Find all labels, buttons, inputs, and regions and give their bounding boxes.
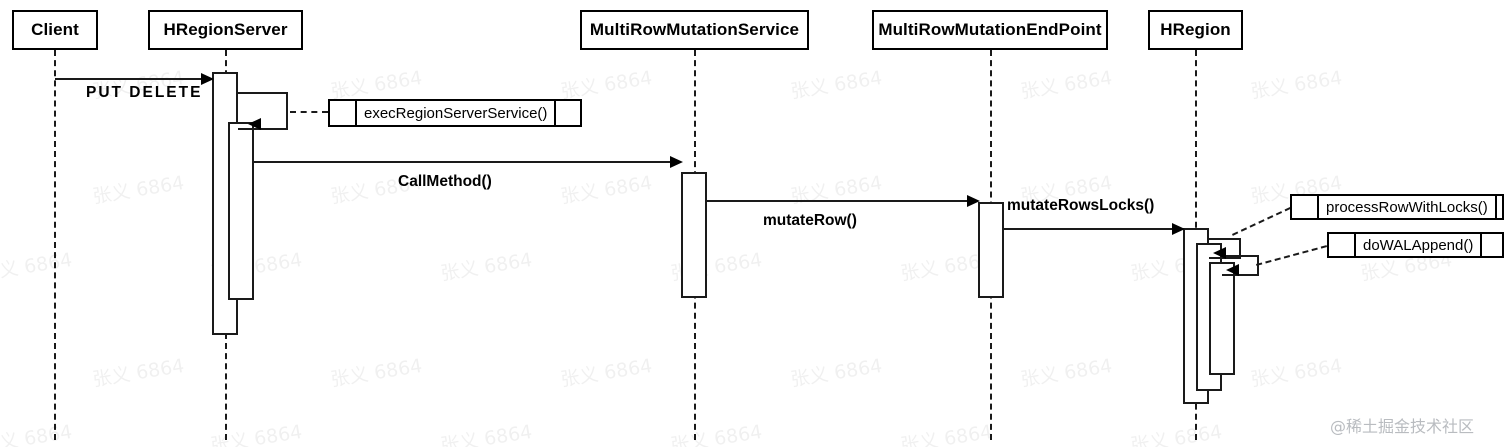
msg-put-delete-label: PUT DELETE xyxy=(86,84,203,101)
selfcall-execregionserverservice xyxy=(238,92,288,130)
selfcall-dowalappend-return-arrow xyxy=(1226,264,1239,276)
watermark-tile: 张义 6864 xyxy=(91,354,186,392)
note-execregionserverservice-connector xyxy=(290,111,328,113)
note-dowalappend-connector xyxy=(1256,245,1328,266)
participant-mrmendpoint-label: MultiRowMutationEndPoint xyxy=(878,20,1102,39)
watermark-tile: 张义 6864 xyxy=(559,66,654,104)
note-dowalappend-right-cap xyxy=(1480,234,1507,256)
act-hr-inner xyxy=(1209,262,1235,375)
watermark-tile: 张义 6864 xyxy=(559,171,654,209)
msg-mutaterow-line xyxy=(706,200,969,202)
msg-mutaterow-label: mutateRow() xyxy=(763,212,857,229)
watermark-tile: 张义 6864 xyxy=(439,420,534,447)
watermark-tile: 张义 6864 xyxy=(789,171,884,209)
msg-callmethod-line xyxy=(253,161,672,163)
participant-mrmendpoint[interactable]: MultiRowMutationEndPoint xyxy=(872,10,1108,50)
watermark-tile: 张义 6864 xyxy=(789,66,884,104)
note-processrowwithlocks-left-cap xyxy=(1292,196,1319,218)
participant-mrmservice-label: MultiRowMutationService xyxy=(589,20,800,39)
msg-put-delete-arrow xyxy=(201,73,214,85)
note-processrowwithlocks: processRowWithLocks() xyxy=(1290,194,1504,220)
participant-client[interactable]: Client xyxy=(12,10,98,50)
participant-hregion[interactable]: HRegion xyxy=(1148,10,1243,50)
msg-callmethod-label: CallMethod() xyxy=(398,173,492,190)
watermark-tile: 张义 6864 xyxy=(91,171,186,209)
watermark-tile: 张义 6864 xyxy=(559,354,654,392)
note-dowalappend-left-cap xyxy=(1329,234,1356,256)
msg-callmethod-arrow xyxy=(670,156,683,168)
participant-hregion-label: HRegion xyxy=(1160,20,1231,39)
note-processrowwithlocks-label: processRowWithLocks() xyxy=(1326,198,1488,216)
watermark-tile: 张义 6864 xyxy=(789,354,884,392)
note-processrowwithlocks-connector xyxy=(1232,207,1291,236)
note-execregionserverservice-right-cap xyxy=(554,101,581,125)
note-processrowwithlocks-right-cap xyxy=(1494,196,1512,218)
selfcall-processrowwithlocks-return-arrow xyxy=(1213,247,1226,259)
note-execregionserverservice-left-cap xyxy=(330,101,357,125)
watermark-tile: 张义 6864 xyxy=(329,66,424,104)
note-execregionserverservice: execRegionServerService() xyxy=(328,99,582,127)
watermark-tile: 张义 6864 xyxy=(209,420,304,447)
watermark-tile: 张义 6864 xyxy=(0,420,74,447)
watermark-tile: 张义 6864 xyxy=(669,420,764,447)
msg-put-delete-line xyxy=(55,78,203,80)
selfcall-dowalappend xyxy=(1222,255,1259,276)
act-hrs-inner xyxy=(228,122,254,300)
participant-hregionserver[interactable]: HRegionServer xyxy=(148,10,303,50)
watermark-tile: 张义 6864 xyxy=(1019,354,1114,392)
watermark-tile: 张义 6864 xyxy=(899,420,994,447)
participant-client-label: Client xyxy=(31,20,79,39)
msg-mutaterowslocks-arrow xyxy=(1172,223,1185,235)
note-execregionserverservice-label: execRegionServerService() xyxy=(364,104,548,122)
watermark-tile: 张义 6864 xyxy=(1249,66,1344,104)
act-mrms xyxy=(681,172,707,298)
selfcall-execregionserverservice-return-arrow xyxy=(248,118,261,130)
site-watermark: @稀土掘金技术社区 xyxy=(1330,417,1475,436)
msg-mutaterowslocks-label: mutateRowsLocks() xyxy=(1007,197,1155,214)
watermark-tile: 张义 6864 xyxy=(329,354,424,392)
watermark-tile: 张义 6864 xyxy=(1249,354,1344,392)
note-dowalappend: doWALAppend() xyxy=(1327,232,1504,258)
watermark-tile: 张义 6864 xyxy=(0,248,74,286)
lifeline-client xyxy=(54,50,56,440)
watermark-tile: 张义 6864 xyxy=(1019,66,1114,104)
watermark-tile: 张义 6864 xyxy=(439,248,534,286)
watermark-tile: 张义 6864 xyxy=(1129,420,1224,447)
msg-mutaterow-arrow xyxy=(967,195,980,207)
note-dowalappend-label: doWALAppend() xyxy=(1363,236,1474,254)
participant-hregionserver-label: HRegionServer xyxy=(163,20,288,39)
act-mrme xyxy=(978,202,1004,298)
participant-mrmservice[interactable]: MultiRowMutationService xyxy=(580,10,809,50)
msg-mutaterowslocks-line xyxy=(1003,228,1174,230)
